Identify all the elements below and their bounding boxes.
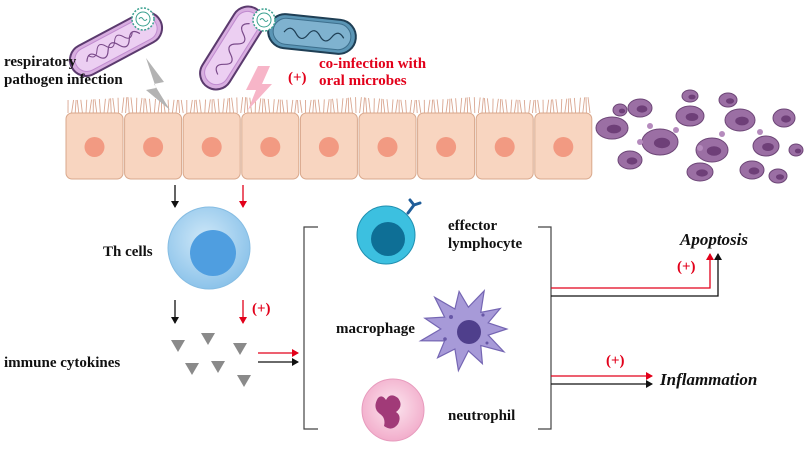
infection-bolt-gray bbox=[146, 58, 170, 110]
label-macrophage: macrophage bbox=[336, 321, 415, 337]
epithelial-nucleus bbox=[377, 137, 398, 157]
apoptotic-vesicle bbox=[757, 129, 763, 135]
left-bracket bbox=[303, 226, 318, 430]
bacterium-respiratory-2 bbox=[199, 5, 265, 91]
cytokine-triangle bbox=[233, 343, 247, 355]
effector-lymphocyte-cell bbox=[356, 198, 422, 265]
label-inflammation: Inflammation bbox=[660, 370, 758, 389]
label-apoptosis: Apoptosis bbox=[680, 230, 749, 249]
oral-microbe bbox=[267, 13, 357, 55]
apoptotic-vesicle bbox=[673, 127, 679, 133]
apoptotic-vesicle bbox=[719, 131, 725, 137]
epithelial-nucleus bbox=[201, 137, 222, 157]
epithelial-nucleus bbox=[260, 137, 281, 157]
plus-apoptosis: (+) bbox=[677, 259, 696, 275]
epithelial-nucleus bbox=[436, 137, 457, 157]
epithelial-nucleus bbox=[84, 137, 105, 157]
label-coinfection: co-infection with oral microbes bbox=[319, 56, 427, 89]
plus-cytokines: (+) bbox=[252, 301, 271, 317]
cytokine-triangle bbox=[211, 361, 225, 373]
phage-particle-1 bbox=[131, 7, 155, 31]
apoptotic-vesicle bbox=[697, 145, 703, 151]
cytokine-triangle bbox=[237, 375, 251, 387]
epithelial-nucleus bbox=[553, 137, 574, 157]
apoptotic-cell-fragments bbox=[595, 89, 804, 184]
label-neutrophil: neutrophil bbox=[448, 408, 516, 424]
epithelial-nucleus bbox=[143, 137, 164, 157]
phage-particle-2 bbox=[252, 8, 276, 32]
epithelial-layer bbox=[65, 112, 593, 180]
label-th-cells: Th cells bbox=[103, 244, 153, 260]
epithelial-nucleus bbox=[494, 137, 515, 157]
cilia-layer bbox=[67, 97, 591, 114]
plus-coinfection: (+) bbox=[288, 70, 307, 86]
cytokine-triangle bbox=[201, 333, 215, 345]
cytokine-triangle bbox=[171, 340, 185, 352]
label-immune-cytokines: immune cytokines bbox=[4, 355, 121, 371]
label-effector-lymphocyte: effector lymphocyte bbox=[448, 218, 523, 252]
th-cell bbox=[167, 206, 251, 290]
macrophage-cell bbox=[418, 289, 509, 373]
plus-inflammation: (+) bbox=[606, 353, 625, 369]
right-bracket bbox=[538, 226, 552, 430]
apoptotic-vesicle bbox=[647, 123, 653, 129]
cytokine-triangle bbox=[185, 363, 199, 375]
infection-bolt-pink bbox=[246, 66, 272, 110]
cytokine-particles bbox=[171, 333, 251, 387]
label-respiratory-infection: respiratory pathogen infection bbox=[4, 54, 123, 88]
epithelial-nucleus bbox=[318, 137, 339, 157]
apoptotic-vesicle bbox=[637, 139, 643, 145]
arrow-to-apoptosis-red bbox=[551, 253, 714, 289]
neutrophil-cell bbox=[361, 378, 425, 442]
arrow-to-apoptosis bbox=[551, 253, 722, 297]
